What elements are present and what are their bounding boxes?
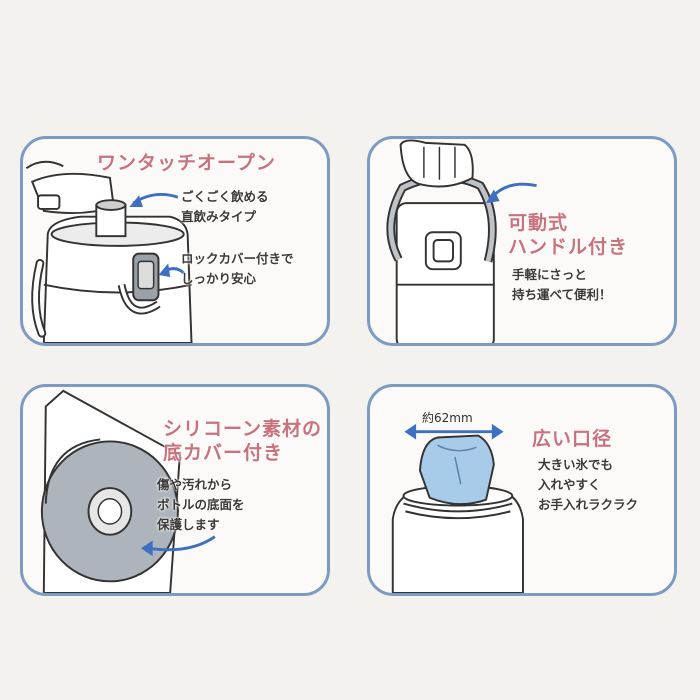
feature-note-lock: ロックカバー付きで しっかり安心	[181, 251, 294, 286]
bottle-handle-illustration	[386, 139, 537, 343]
feature-description: 手軽にさっと 持ち運べて便利！	[512, 267, 612, 302]
feature-description: 大きい氷でも 入れやすく お手入れラクラク	[538, 457, 639, 512]
width-measure-arrow-icon	[404, 423, 504, 440]
panel-wide-mouth: 約62mm 広い口径 大きい氷でも 入れやすく お手入れラクラク	[367, 384, 677, 596]
bottle-bottom-illustration	[40, 389, 216, 593]
feature-title: 可動式 ハンドル付き	[508, 212, 629, 258]
feature-title: ワンタッチオープン	[97, 152, 276, 174]
feature-title: 広い口径	[532, 428, 613, 450]
pointer-arrow-icon	[158, 263, 185, 277]
pointer-arrow-icon	[129, 193, 179, 207]
panel-one-touch-open: ワンタッチオープン ごくごく飲める 直飲みタイプ ロックカバー付きで しっかり安…	[20, 136, 330, 346]
feature-description: 傷や汚れから ボトルの底面を 保護します	[157, 477, 245, 532]
panel-movable-handle: 可動式 ハンドル付き 手軽にさっと 持ち運べて便利！	[367, 136, 677, 346]
feature-title: シリコーン素材の 底カバー付き	[163, 418, 323, 464]
pointer-arrow-icon	[140, 535, 216, 557]
pointer-arrow-icon	[486, 182, 537, 204]
panel-silicone-cover: シリコーン素材の 底カバー付き 傷や汚れから ボトルの底面を 保護します	[20, 384, 330, 596]
bottle-mouth-illustration	[391, 423, 524, 593]
mouth-diameter-label: 約62mm	[422, 411, 473, 425]
feature-note-drink: ごくごく飲める 直飲みタイプ	[181, 189, 269, 224]
bottle-cap-illustration	[25, 160, 193, 343]
